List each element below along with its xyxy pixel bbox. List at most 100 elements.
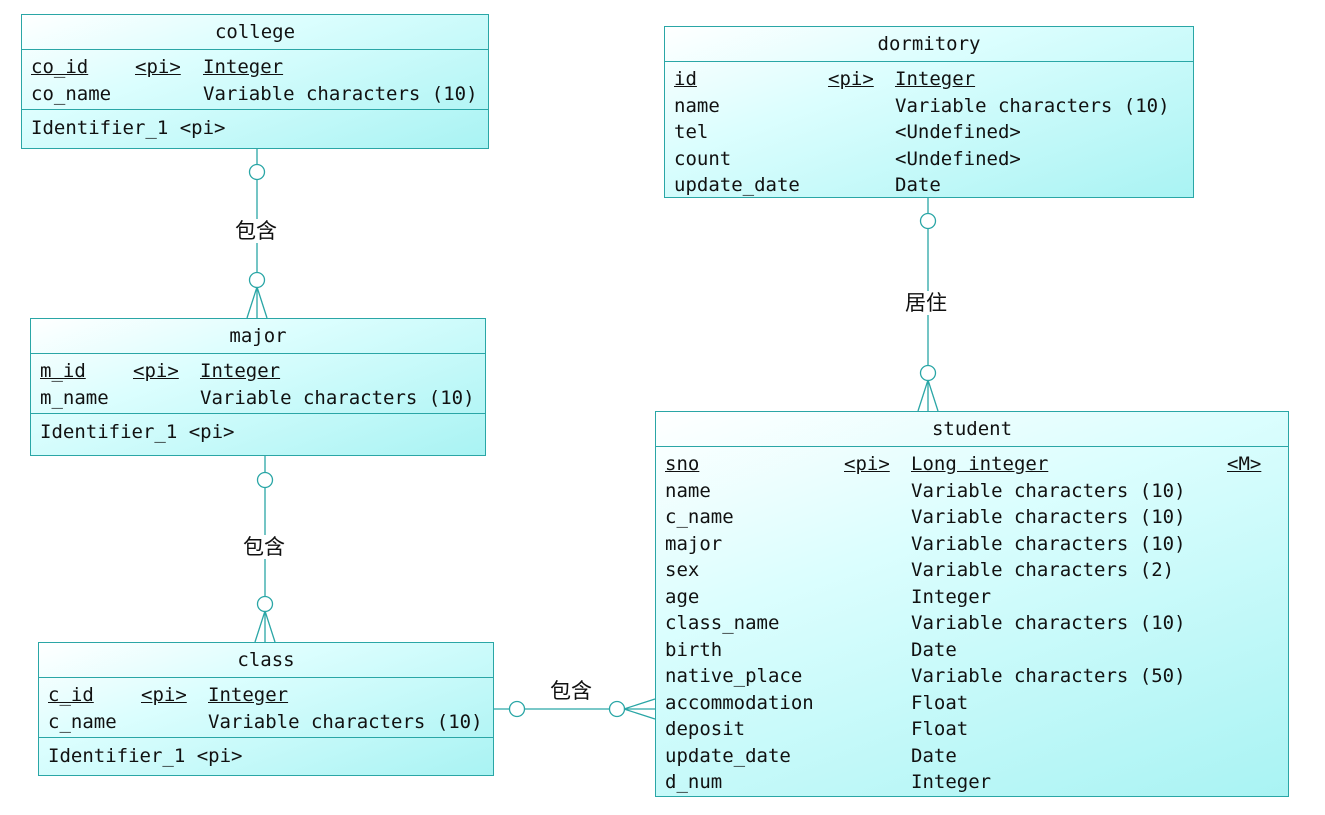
attribute-row: m_id <pi> Integer	[40, 358, 476, 385]
attribute-name: name	[674, 94, 720, 117]
attribute-row: c_id <pi> Integer	[48, 682, 484, 709]
entity-dormitory[interactable]: dormitory id <pi> Integer name Variable …	[664, 26, 1194, 198]
attribute-type: Long integer	[911, 453, 1049, 475]
attribute-row: name Variable characters (10)	[665, 478, 1279, 505]
attribute-name: major	[665, 532, 723, 555]
attribute-key: <pi>	[141, 684, 187, 706]
attribute-type: Variable characters (10)	[208, 710, 483, 733]
attribute-name: native_place	[665, 665, 803, 687]
entity-major[interactable]: major m_id <pi> Integer m_name Variable …	[30, 318, 486, 456]
attribute-name: co_name	[31, 82, 112, 105]
attribute-row: id <pi> Integer	[674, 66, 1184, 93]
attribute-row: d_num Integer	[665, 769, 1279, 796]
attribute-key: <pi>	[135, 56, 181, 78]
attribute-type: Variable characters (50)	[911, 665, 1186, 687]
attribute-name: c_id	[48, 684, 94, 706]
attribute-row: co_id <pi> Integer	[31, 54, 479, 81]
attribute-type: Date	[895, 174, 941, 196]
relationship-label-major-class: 包含	[243, 535, 285, 559]
attribute-mandatory: <M>	[1227, 453, 1262, 475]
attribute-type: Float	[911, 718, 969, 740]
attribute-row: c_name Variable characters (10)	[665, 504, 1279, 531]
attribute-type: <Undefined>	[895, 147, 1021, 170]
attribute-name: update_date	[665, 744, 791, 767]
attribute-row: update_date Date	[674, 172, 1184, 199]
attribute-type: Variable characters (2)	[911, 559, 1175, 581]
attribute-type: Variable characters (10)	[911, 479, 1186, 502]
attribute-type: Integer	[200, 360, 281, 382]
attribute-row: update_date Date	[665, 743, 1279, 770]
attribute-row: co_name Variable characters (10)	[31, 81, 479, 108]
attribute-row: deposit Float	[665, 716, 1279, 743]
entity-title: dormitory	[665, 27, 1193, 62]
attribute-name: sex	[665, 559, 700, 581]
attribute-type: Variable characters (10)	[911, 532, 1186, 555]
attribute-type: Integer	[203, 56, 284, 78]
attribute-list: m_id <pi> Integer m_name Variable charac…	[31, 354, 485, 413]
entity-title: student	[656, 412, 1288, 447]
attribute-type: Variable characters (10)	[895, 94, 1170, 117]
entity-college[interactable]: college co_id <pi> Integer co_name Varia…	[21, 14, 489, 149]
attribute-name: deposit	[665, 718, 746, 740]
attribute-name: c_name	[48, 710, 117, 733]
attribute-row: tel <Undefined>	[674, 119, 1184, 146]
attribute-row: sno <pi> Long integer <M>	[665, 451, 1279, 478]
attribute-name: age	[665, 585, 700, 608]
attribute-row: sex Variable characters (2)	[665, 557, 1279, 584]
attribute-key: <pi>	[844, 453, 890, 475]
attribute-row: name Variable characters (10)	[674, 93, 1184, 120]
attribute-type: Variable characters (10)	[200, 386, 475, 409]
identifier: Identifier_1 <pi>	[22, 109, 488, 147]
attribute-list: c_id <pi> Integer c_name Variable charac…	[39, 678, 493, 737]
attribute-name: co_id	[31, 56, 89, 78]
relationship-label-college-major: 包含	[235, 219, 277, 243]
attribute-name: sno	[665, 453, 700, 475]
attribute-row: m_name Variable characters (10)	[40, 385, 476, 412]
identifier: Identifier_1 <pi>	[39, 737, 493, 775]
attribute-name: update_date	[674, 174, 800, 196]
attribute-name: d_num	[665, 771, 723, 793]
attribute-row: accommodation Float	[665, 690, 1279, 717]
attribute-name: accommodation	[665, 691, 814, 714]
attribute-name: tel	[674, 121, 709, 143]
attribute-name: m_name	[40, 386, 109, 409]
relationship-label-dormitory-student: 居住	[905, 291, 947, 315]
attribute-row: birth Date	[665, 637, 1279, 664]
identifier: Identifier_1 <pi>	[31, 413, 485, 451]
attribute-type: Integer	[208, 684, 289, 706]
attribute-type: Integer	[911, 771, 992, 793]
attribute-name: birth	[665, 638, 723, 661]
attribute-name: id	[674, 68, 697, 90]
entity-title: class	[39, 643, 493, 678]
attribute-list: co_id <pi> Integer co_name Variable char…	[22, 50, 488, 109]
attribute-type: Variable characters (10)	[203, 82, 478, 105]
attribute-type: Variable characters (10)	[911, 612, 1186, 634]
attribute-row: c_name Variable characters (10)	[48, 709, 484, 736]
entity-class[interactable]: class c_id <pi> Integer c_name Variable …	[38, 642, 494, 776]
attribute-name: class_name	[665, 612, 780, 634]
attribute-type: Integer	[895, 68, 976, 90]
attribute-key: <pi>	[828, 68, 874, 90]
attribute-name: name	[665, 479, 711, 502]
attribute-row: age Integer	[665, 584, 1279, 611]
attribute-type: Date	[911, 744, 957, 767]
attribute-key: <pi>	[133, 360, 179, 382]
attribute-row: major Variable characters (10)	[665, 531, 1279, 558]
entity-title: college	[22, 15, 488, 50]
attribute-row: count <Undefined>	[674, 146, 1184, 173]
attribute-list: id <pi> Integer name Variable characters…	[665, 62, 1193, 201]
attribute-type: Variable characters (10)	[911, 506, 1186, 528]
relationship-label-class-student: 包含	[550, 679, 592, 703]
attribute-name: c_name	[665, 506, 734, 528]
attribute-row: class_name Variable characters (10)	[665, 610, 1279, 637]
attribute-type: Integer	[911, 585, 992, 608]
entity-title: major	[31, 319, 485, 354]
attribute-name: count	[674, 147, 732, 170]
attribute-row: native_place Variable characters (50)	[665, 663, 1279, 690]
attribute-type: Float	[911, 691, 969, 714]
attribute-type: Date	[911, 638, 957, 661]
attribute-name: m_id	[40, 360, 86, 382]
